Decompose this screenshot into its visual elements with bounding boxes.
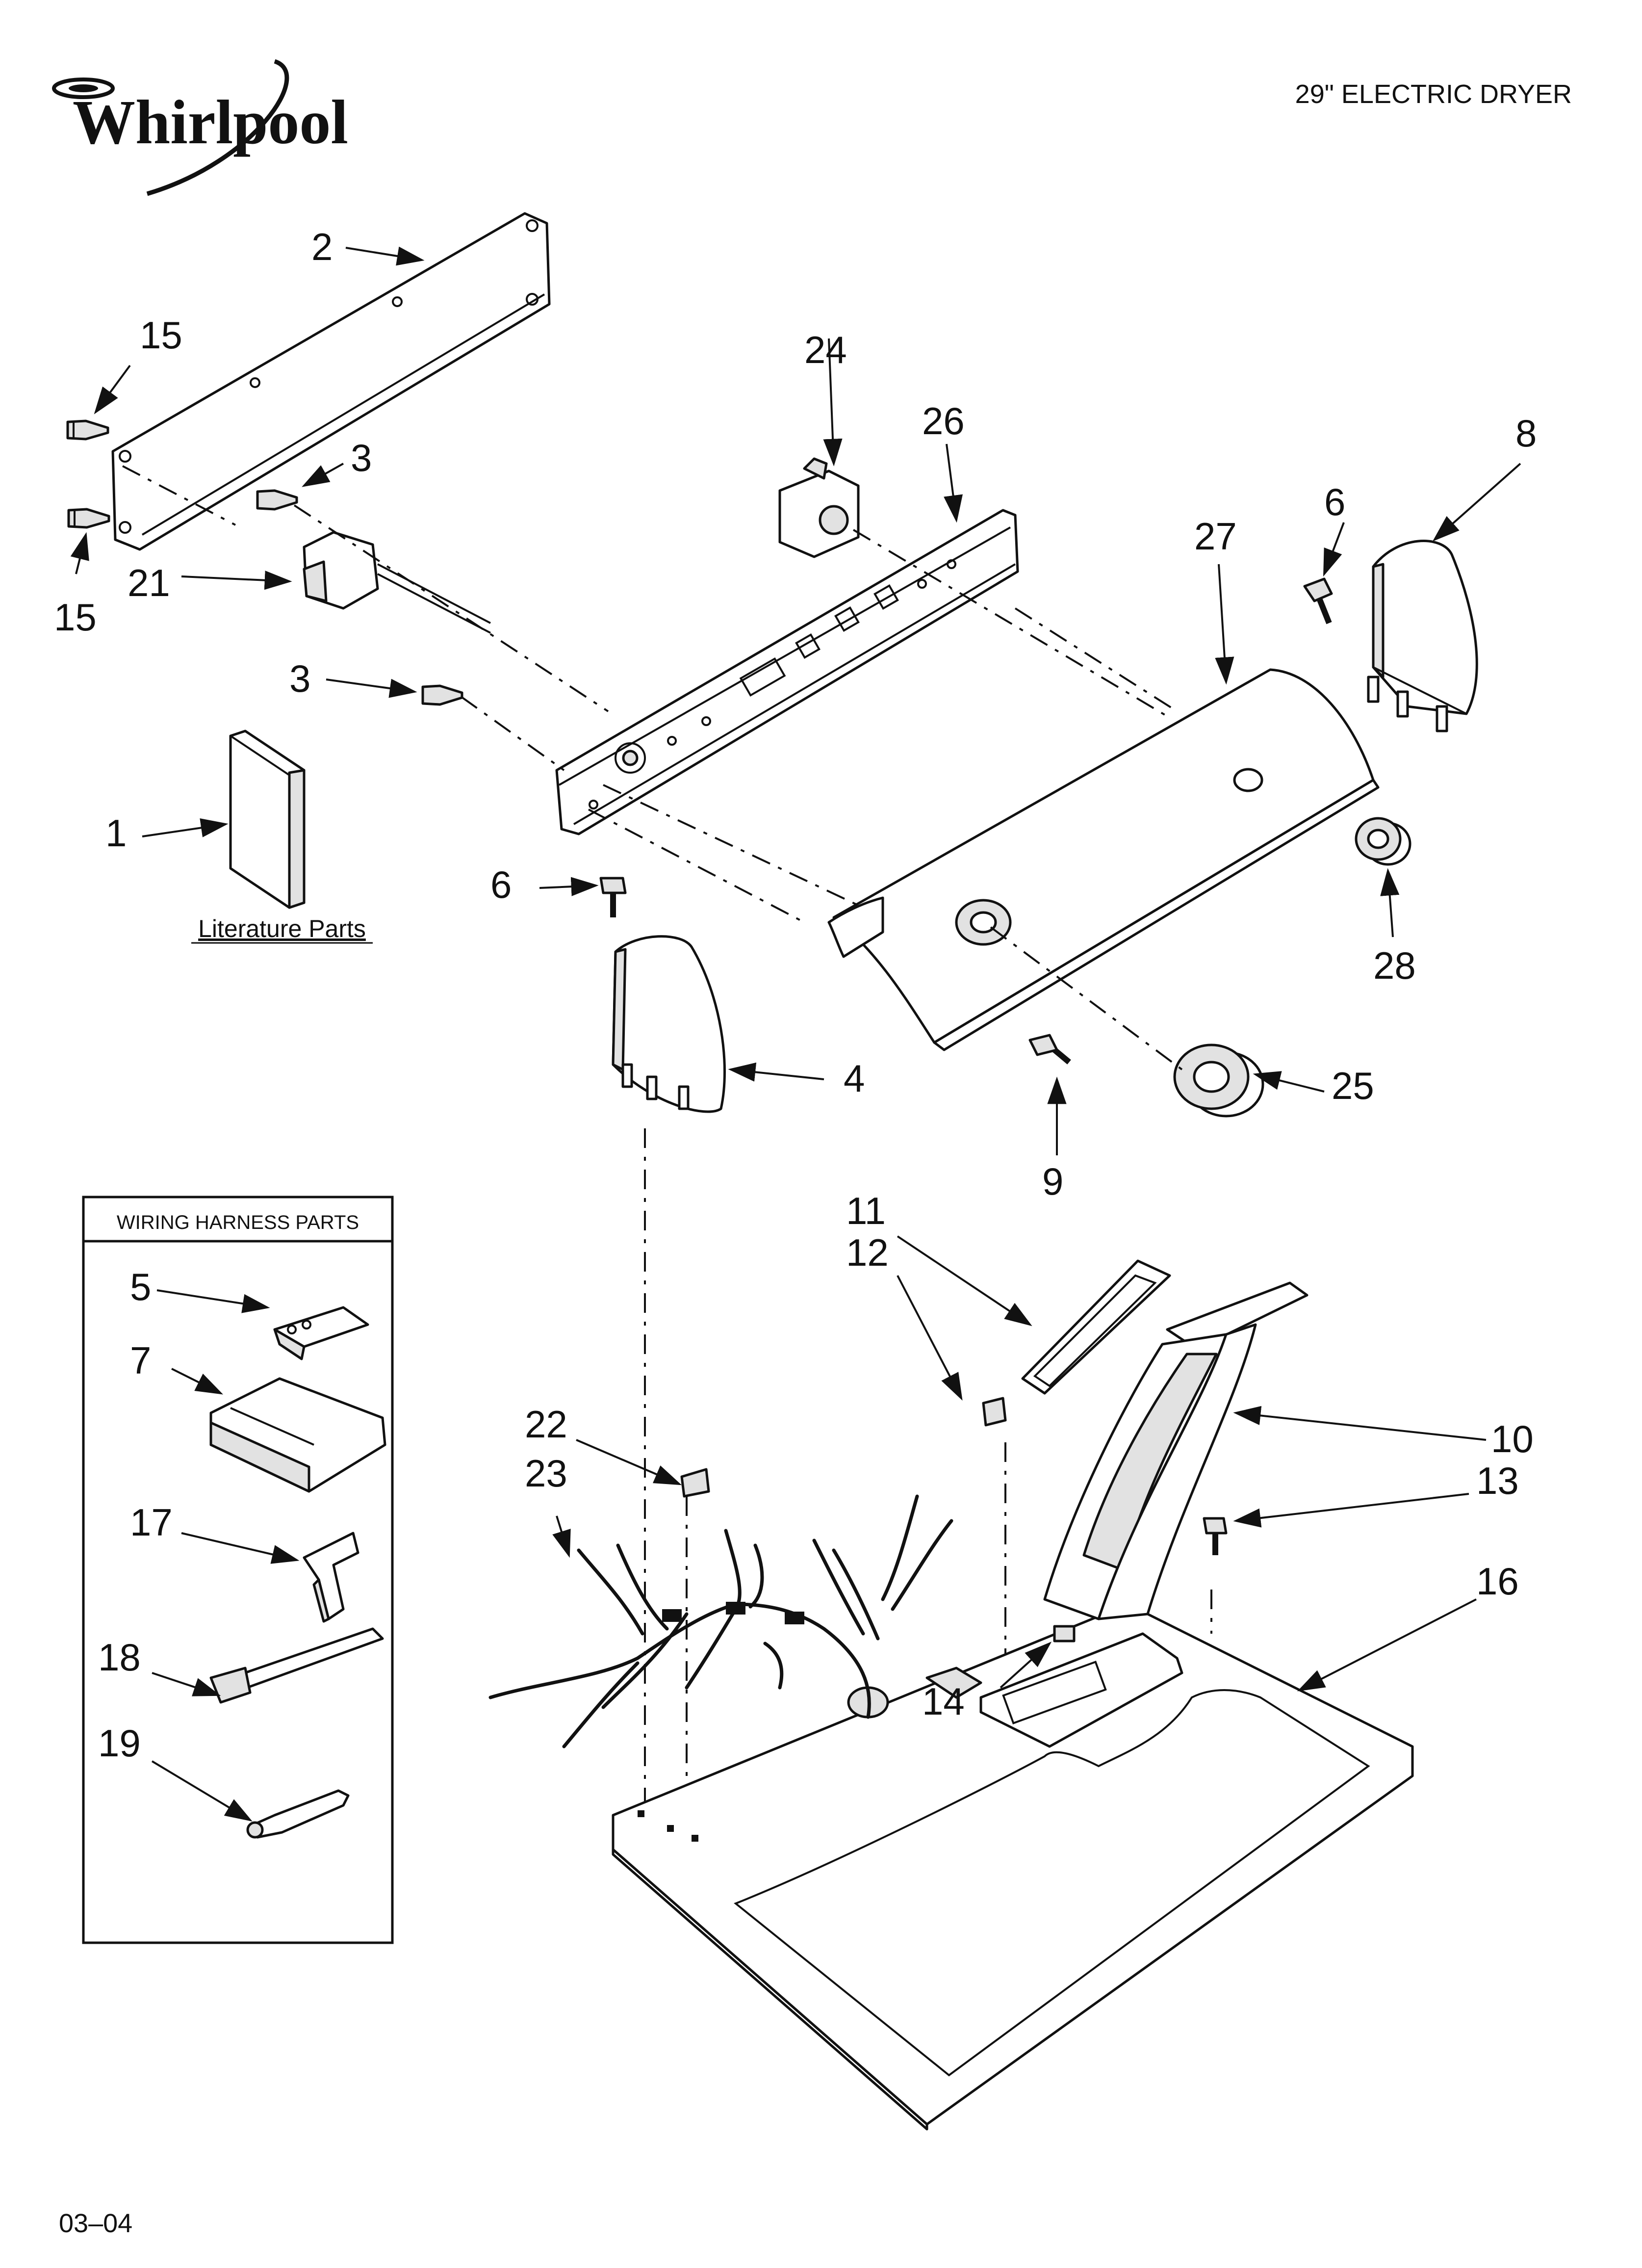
callout-25: 25 <box>1332 1064 1374 1107</box>
part-27-console <box>827 668 1380 1051</box>
callout-21: 21 <box>128 561 170 604</box>
callout-6-right: 6 <box>1324 480 1345 523</box>
part-25-knob <box>1173 1043 1264 1118</box>
part-5-connector <box>273 1306 369 1360</box>
callout-16: 16 <box>1476 1560 1519 1603</box>
callout-27: 27 <box>1194 515 1237 558</box>
part-2-rear-panel <box>111 212 551 551</box>
part-15-screw-top <box>66 419 109 441</box>
callout-24: 24 <box>804 328 847 371</box>
callout-3-lower: 3 <box>289 657 310 700</box>
part-28-knob <box>1355 817 1411 866</box>
part-26-control-bracket <box>555 509 1019 835</box>
callout-23: 23 <box>525 1452 567 1495</box>
callout-14: 14 <box>922 1680 965 1723</box>
part-15-screw-bottom <box>67 508 110 529</box>
callout-19: 19 <box>98 1721 141 1765</box>
callout-28: 28 <box>1373 944 1416 987</box>
callout-13: 13 <box>1476 1459 1519 1502</box>
callout-18: 18 <box>98 1636 141 1679</box>
part-23-wiring-harness <box>488 1494 953 1748</box>
part-13-screw <box>1203 1517 1228 1555</box>
callout-10: 10 <box>1491 1417 1534 1460</box>
callout-5: 5 <box>130 1265 151 1308</box>
part-6-screw-left <box>599 877 627 917</box>
part-21-switch <box>303 531 491 634</box>
callout-17: 17 <box>130 1501 173 1544</box>
callout-26: 26 <box>922 399 965 443</box>
whirlpool-logo: Whirlpool <box>52 59 348 196</box>
part-6-screw-right <box>1303 577 1333 625</box>
part-4-end-cap-left <box>612 935 726 1113</box>
callout-arrows <box>70 246 1521 1822</box>
callout-labels: 2 15 15 3 21 3 1 24 26 27 8 6 6 4 28 25 … <box>54 225 1537 1765</box>
part-22-clip <box>680 1468 710 1498</box>
wiring-box-title: WIRING HARNESS PARTS <box>117 1212 359 1233</box>
part-1-literature <box>229 730 306 909</box>
callout-15-bottom: 15 <box>54 596 97 639</box>
callout-6-left: 6 <box>490 863 512 906</box>
callout-11: 11 <box>846 1189 886 1232</box>
part-12-clip <box>982 1397 1007 1427</box>
callout-2: 2 <box>311 225 333 268</box>
footer-code: 03–04 <box>59 2209 132 2238</box>
part-9-screw <box>1028 1034 1071 1065</box>
part-11-cover <box>1021 1259 1171 1395</box>
part-16-top-panel <box>612 1603 1414 2131</box>
callout-1: 1 <box>105 811 127 855</box>
callout-15-top: 15 <box>140 313 182 357</box>
part-8-end-cap-right <box>1367 540 1478 732</box>
callout-4: 4 <box>844 1057 865 1100</box>
callout-3-upper: 3 <box>351 436 372 479</box>
part-3-screw-upper <box>256 489 298 511</box>
literature-parts-label: Literature Parts <box>198 915 366 942</box>
part-7-terminal-block <box>209 1377 386 1493</box>
callout-22: 22 <box>525 1403 567 1446</box>
part-17-clip <box>303 1532 359 1623</box>
part-24-timer <box>778 457 860 558</box>
callout-7: 7 <box>130 1339 151 1382</box>
model-title: 29" ELECTRIC DRYER <box>1295 79 1572 109</box>
callout-12: 12 <box>846 1231 889 1274</box>
part-3-screw-lower <box>421 684 463 706</box>
part-18-cable-tie <box>209 1627 384 1704</box>
callout-9: 9 <box>1042 1160 1063 1203</box>
callout-8: 8 <box>1515 412 1537 455</box>
brand-logo-text: Whirlpool <box>73 87 348 157</box>
part-10-lint-screen-housing <box>1043 1281 1308 1620</box>
part-19-terminal <box>246 1789 350 1839</box>
part-14-screw <box>1053 1625 1076 1642</box>
